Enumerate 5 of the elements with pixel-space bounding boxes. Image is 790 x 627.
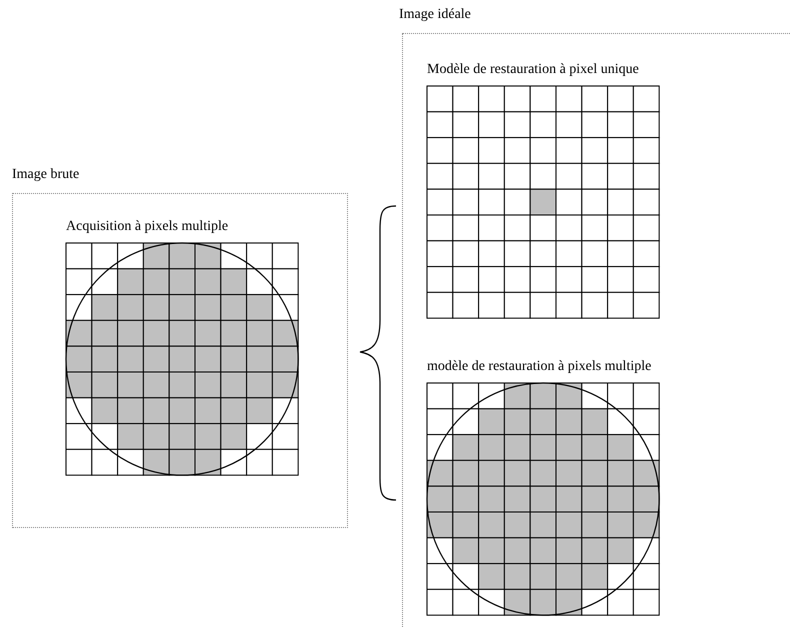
panel-heading: Image idéale: [399, 7, 471, 23]
grid-caption: Modèle de restauration à pixel unique: [427, 62, 639, 78]
grid-caption: modèle de restauration à pixels multiple: [427, 359, 652, 375]
grid-caption: Acquisition à pixels multiple: [66, 219, 228, 235]
panel-heading: Image brute: [12, 167, 80, 183]
